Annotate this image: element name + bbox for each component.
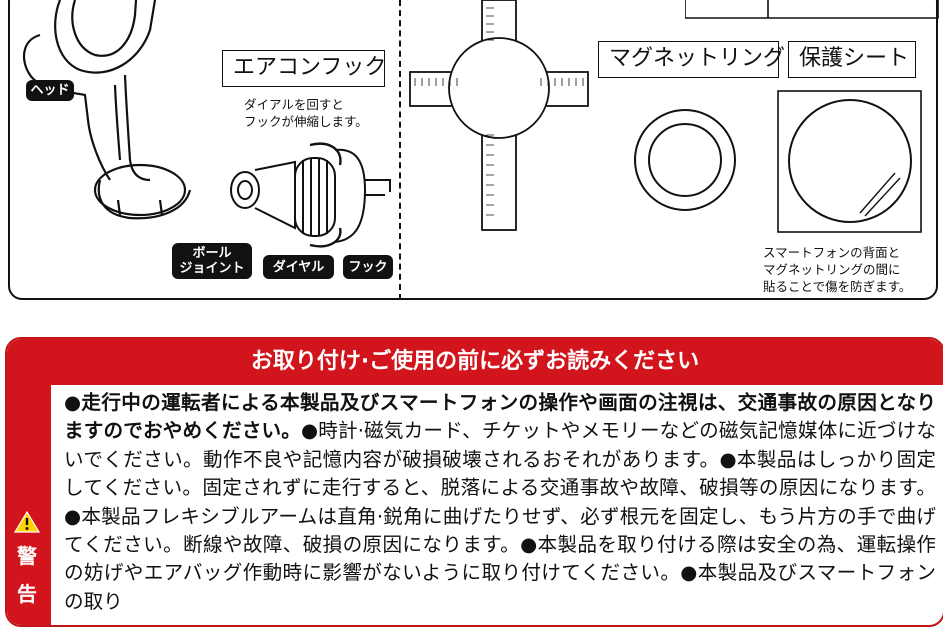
spec-table-fragment — [685, 0, 939, 19]
ball-joint-tag: ボール ジョイント — [172, 243, 252, 279]
dial-tag: ダイヤル — [263, 255, 334, 279]
warning-body: ●走行中の運転者による本製品及びスマートフォンの操作や画面の注視は、交通事故の原… — [64, 389, 936, 616]
magnet-ring-illustration — [634, 109, 736, 211]
warning-triangle-icon — [14, 510, 40, 533]
head-tag: ヘッド — [26, 80, 74, 101]
warning-side-label-1: 警 — [17, 544, 37, 568]
warning-side-label-2: 告 — [17, 582, 37, 606]
protect-sheet-title: 保護シート — [788, 41, 916, 78]
protect-sheet-illustration — [777, 90, 922, 233]
dashed-divider — [399, 0, 401, 300]
aircon-hook-illustration — [230, 142, 391, 248]
warning-header: お取り付け·ご使用の前に必ずお読みください — [7, 339, 943, 385]
warning-body-normal: ●時計·磁気カード、チケットやメモリーなどの磁気記憶媒体に近づけないでください。… — [64, 419, 936, 613]
protect-sheet-note: スマートフォンの背面と マグネットリングの間に 貼ることで傷を防ぎます。 — [763, 245, 912, 294]
warning-side-band — [7, 385, 51, 625]
parts-frame — [8, 0, 938, 300]
aircon-hook-title: エアコンフック — [222, 50, 386, 87]
hook-tag: フック — [343, 255, 393, 279]
warning-body-bold: ●走行中の運転者による本製品及びスマートフォンの操作や画面の注視は、交通事故の原… — [64, 391, 936, 443]
ruler-template — [409, 0, 589, 231]
aircon-hook-note: ダイアルを回すと フックが伸縮します。 — [244, 97, 368, 129]
magnet-ring-title: マグネットリング — [598, 41, 785, 78]
warning-frame: お取り付け·ご使用の前に必ずお読みください — [5, 337, 943, 627]
